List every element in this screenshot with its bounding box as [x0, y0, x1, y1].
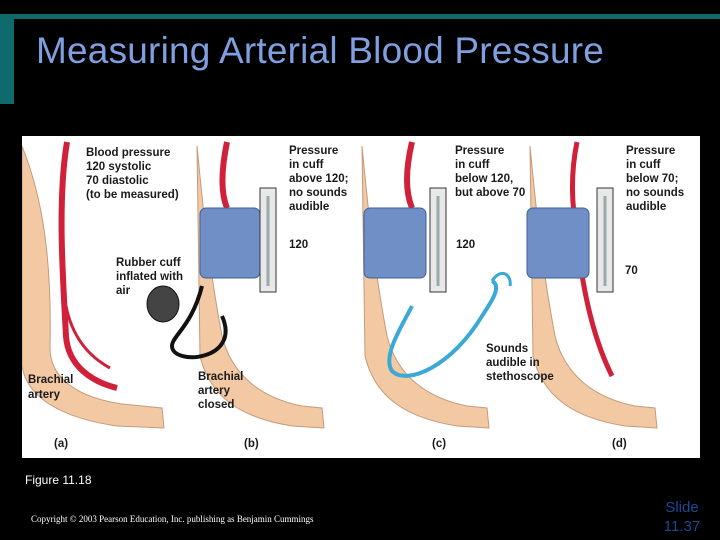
slide-title: Measuring Arterial Blood Pressure [36, 30, 605, 71]
slide-label: Slide [665, 499, 699, 516]
panel-c-sound-2: audible in [486, 357, 540, 369]
panel-b-artery-3: closed [198, 399, 234, 411]
panel-b-cuff-2: inflated with [116, 271, 183, 283]
panel-b-gauge-value: 120 [289, 239, 308, 251]
arm-d [526, 141, 658, 429]
panel-d-label: (d) [612, 438, 627, 450]
panel-a-label: (a) [54, 438, 68, 450]
panel-c-gauge-value: 120 [456, 239, 475, 251]
panel-d-text-3: below 70; [626, 173, 678, 185]
stethoscope [387, 271, 512, 378]
panel-d-gauge-value: 70 [625, 265, 638, 277]
slide-number-box: Slide 11.37 [652, 498, 712, 536]
panel-c-sound-3: stethoscope [486, 371, 554, 383]
arm-b [196, 141, 325, 429]
panel-a-text-3: 70 diastolic [86, 175, 149, 187]
left-accent-bar [0, 14, 14, 104]
panel-a-text-4: (to be measured) [86, 189, 179, 201]
copyright-notice: Copyright © 2003 Pearson Education, Inc.… [31, 514, 314, 524]
slide-number: 11.37 [663, 518, 701, 535]
panel-b-text-3: above 120; [289, 173, 348, 185]
arm-c [361, 141, 490, 429]
panel-b-artery-1: Brachial [198, 371, 243, 383]
panel-a-text-1: Blood pressure [86, 147, 170, 159]
top-accent-bar [14, 14, 720, 19]
panel-c-label: (c) [432, 438, 446, 450]
panel-d-text-2: in cuff [626, 159, 661, 171]
panel-c-text-3: below 120, [455, 173, 513, 185]
panel-c-text-4: but above 70 [455, 187, 525, 199]
panel-a-text-2: 120 systolic [86, 161, 152, 173]
arm-a [22, 141, 165, 429]
panel-b-cuff-1: Rubber cuff [116, 257, 181, 269]
panel-b-artery-2: artery [198, 385, 231, 397]
panel-a-artery-2: artery [28, 389, 61, 401]
panel-b-text-1: Pressure [289, 145, 338, 157]
blood-pressure-figure: Blood pressure 120 systolic 70 diastolic… [22, 136, 700, 458]
gauge-c [429, 187, 447, 293]
panel-b-text-5: audible [289, 201, 329, 213]
gauge-d [596, 187, 614, 293]
gauge-b [259, 187, 277, 293]
panel-a-artery-1: Brachial [28, 374, 73, 386]
panel-c-text-2: in cuff [455, 159, 490, 171]
panel-d-text-5: audible [626, 201, 666, 213]
panel-d-text-4: no sounds [626, 187, 684, 199]
panel-b-cuff-3: air [116, 285, 131, 297]
panel-c-text-1: Pressure [455, 145, 504, 157]
panel-b-text-2: in cuff [289, 159, 324, 171]
panel-c-sound-1: Sounds [486, 343, 528, 355]
panel-d-text-1: Pressure [626, 145, 675, 157]
pump-bulb [146, 285, 228, 360]
figure-caption: Figure 11.18 [25, 473, 92, 487]
panel-b-text-4: no sounds [289, 187, 347, 199]
panel-b-label: (b) [244, 438, 259, 450]
